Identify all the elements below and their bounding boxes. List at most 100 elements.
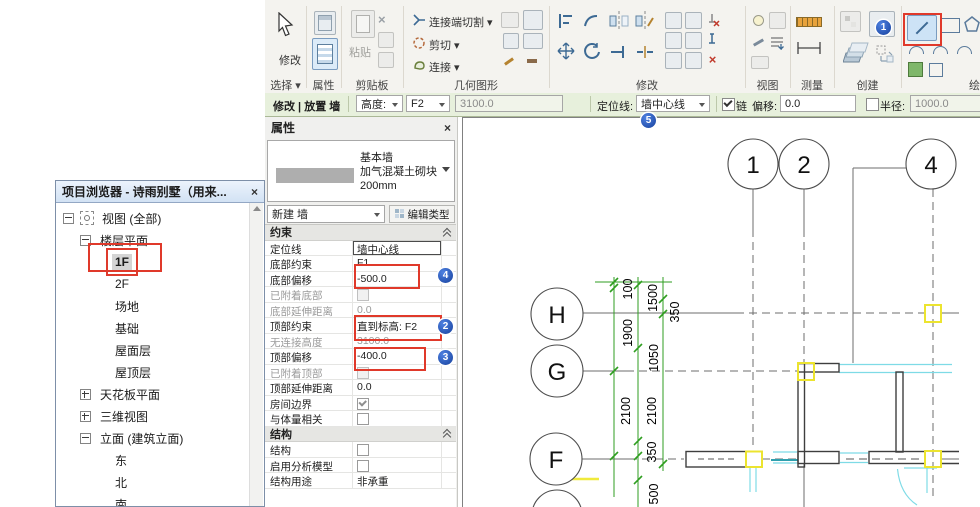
- tree-item[interactable]: 屋面层: [57, 339, 250, 361]
- panel-label-modify[interactable]: 修改: [636, 80, 658, 92]
- copy-tool-icon[interactable]: [665, 32, 682, 49]
- offset-icon[interactable]: [685, 32, 702, 49]
- unpin-icon[interactable]: [705, 12, 720, 27]
- walls[interactable]: [685, 362, 959, 468]
- tree-item[interactable]: 屋顶层: [57, 361, 250, 383]
- join-end-cut-tool[interactable]: 连接端切割 ▾: [429, 17, 493, 29]
- load-family-icon[interactable]: [875, 44, 895, 64]
- tree-label[interactable]: 立面 (建筑立面): [100, 431, 184, 446]
- level-combo[interactable]: F2: [406, 95, 450, 112]
- wall-segment[interactable]: [797, 450, 840, 465]
- hidden-elements-icon[interactable]: [769, 12, 786, 29]
- align-icon[interactable]: [557, 12, 575, 30]
- property-value[interactable]: [353, 442, 442, 457]
- dimension-lines[interactable]: [595, 277, 672, 507]
- drawing-area[interactable]: 1 2 4 H G F 100 1900 2100 1500 1050 2100…: [462, 117, 980, 507]
- draw-rectangle-tool[interactable]: [941, 18, 960, 33]
- grid-bubble-G[interactable]: [530, 344, 584, 398]
- tree-item[interactable]: 南: [57, 493, 250, 507]
- wall-sweep-icon[interactable]: [501, 12, 519, 28]
- wall-segment[interactable]: [895, 371, 904, 453]
- selection-combo[interactable]: 新建 墙: [267, 205, 385, 223]
- tree-label[interactable]: 2F: [115, 277, 130, 291]
- tree-label[interactable]: 三维视图: [100, 409, 149, 424]
- expand-icon[interactable]: [80, 410, 91, 422]
- close-icon[interactable]: ×: [250, 184, 258, 199]
- property-value[interactable]: [353, 395, 442, 410]
- pick-face-tool[interactable]: [929, 63, 943, 77]
- property-value[interactable]: 0.0: [353, 380, 442, 395]
- array-icon[interactable]: [665, 12, 682, 29]
- tree-label[interactable]: 天花板平面: [100, 387, 161, 402]
- grid-bubble-H[interactable]: [530, 287, 584, 341]
- lightbulb-icon[interactable]: [751, 12, 765, 28]
- checkbox[interactable]: [357, 413, 369, 425]
- profile-icon[interactable]: [523, 33, 543, 49]
- override-display-icon[interactable]: [769, 34, 785, 50]
- checkbox[interactable]: [357, 397, 369, 410]
- chain-checkbox[interactable]: [722, 98, 735, 111]
- grid-bubble-4[interactable]: [905, 138, 957, 190]
- property-value[interactable]: 非承重: [353, 473, 442, 488]
- wall-segment[interactable]: [868, 450, 926, 465]
- scrollbar[interactable]: [249, 203, 263, 506]
- tree-label[interactable]: 1F: [105, 248, 139, 276]
- grid-bubble-2[interactable]: [778, 138, 830, 190]
- panel-label-clipboard[interactable]: 剪贴板: [355, 80, 389, 92]
- height-depth-combo[interactable]: 高度:: [356, 95, 403, 112]
- split-icon[interactable]: [635, 44, 655, 60]
- property-value[interactable]: 墙中心线: [353, 240, 442, 255]
- panel-label-properties[interactable]: 属性: [312, 80, 335, 92]
- edit-type-button[interactable]: 编辑类型: [389, 205, 455, 223]
- create-similar-icon[interactable]: [843, 40, 869, 66]
- modify-cursor-icon[interactable]: [276, 12, 296, 40]
- tree-item[interactable]: 2F: [57, 273, 250, 295]
- panel-label-create[interactable]: 创建: [856, 80, 879, 92]
- tree-item[interactable]: 北: [57, 471, 250, 493]
- grid-bubble-1[interactable]: [727, 138, 779, 190]
- property-value[interactable]: -500.0: [353, 271, 442, 286]
- tree-item[interactable]: 东: [57, 449, 250, 471]
- mirror-axis-icon[interactable]: [609, 10, 629, 32]
- collapse-chevron-icon[interactable]: [444, 430, 451, 437]
- paste-label[interactable]: 粘贴: [349, 47, 371, 59]
- property-value[interactable]: 0.0: [353, 302, 442, 317]
- location-line-combo[interactable]: 墙中心线: [636, 95, 710, 112]
- tree-label[interactable]: 东: [115, 453, 128, 468]
- move-icon[interactable]: [557, 42, 575, 60]
- tree-item[interactable]: 场地: [57, 295, 250, 317]
- grid-bubbles[interactable]: [529, 138, 957, 507]
- dimension-icon[interactable]: [796, 40, 822, 56]
- matchline-icon[interactable]: [685, 52, 702, 69]
- draw-fillet-arc-tool[interactable]: [933, 46, 948, 54]
- match-type-icon[interactable]: [378, 52, 394, 68]
- checkbox[interactable]: [357, 366, 369, 379]
- offset-field[interactable]: 0.0: [780, 95, 856, 112]
- panel-label-measure[interactable]: 测量: [801, 80, 823, 92]
- pick-lines-tool[interactable]: [908, 62, 923, 77]
- draw-tangent-arc-tool[interactable]: [957, 46, 972, 54]
- tree-label[interactable]: 基础: [115, 321, 140, 336]
- property-value[interactable]: F1: [353, 256, 442, 271]
- checkbox[interactable]: [357, 289, 369, 301]
- properties-window-icon[interactable]: [314, 11, 336, 35]
- property-value[interactable]: -400.0: [353, 349, 442, 364]
- modify-tool-label[interactable]: 修改: [279, 55, 301, 67]
- property-value[interactable]: 3100.0: [353, 333, 442, 348]
- rotate-icon[interactable]: [583, 42, 601, 60]
- property-value[interactable]: [353, 411, 442, 426]
- collapse-icon[interactable]: [80, 234, 91, 246]
- tree-label[interactable]: 屋面层: [115, 343, 152, 358]
- delete-icon[interactable]: ×: [708, 52, 717, 67]
- scale-icon[interactable]: [685, 12, 702, 29]
- checkbox[interactable]: [357, 444, 369, 456]
- close-icon[interactable]: ×: [443, 120, 451, 135]
- mirror-draw-icon[interactable]: [635, 10, 655, 32]
- tree-item[interactable]: 基础: [57, 317, 250, 339]
- tree-item[interactable]: 三维视图: [57, 405, 250, 427]
- demolish-icon[interactable]: [503, 33, 519, 49]
- trim-extend-icon[interactable]: [609, 44, 629, 60]
- radius-checkbox[interactable]: [866, 98, 879, 111]
- grid-bubble-partial[interactable]: [532, 489, 582, 507]
- tree-item[interactable]: 天花板平面: [57, 383, 250, 405]
